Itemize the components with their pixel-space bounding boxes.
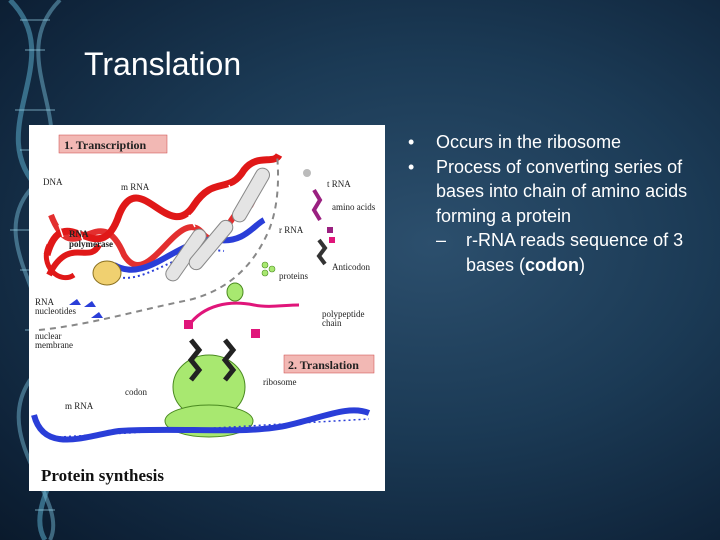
label-amino-acids: amino acids [332,202,376,212]
sub-bullet-text-end: ) [579,254,586,275]
mrna-transcripts [165,167,270,282]
label-nuclear-membrane-1: nuclear [35,331,61,341]
sub-bullet-bold-term: codon [525,254,580,275]
label-proteins: proteins [279,271,308,281]
label-polypeptide-2: chain [322,318,342,328]
protein-synthesis-figure: 1. Transcription [29,125,385,491]
label-dna: DNA [43,177,63,187]
label-ribosome: ribosome [263,377,297,387]
proteins-dots [261,261,276,277]
bullet-text: Process of converting series of bases in… [436,156,688,226]
trna-molecules [311,188,335,266]
trna-top-dot [303,169,311,177]
label-nuclear-membrane-2: membrane [35,340,73,350]
label-rna-nucleotides-2: nucleotides [35,306,76,316]
label-mrna-bottom: m RNA [65,401,94,411]
rna-nucleotides [69,299,103,318]
slide-title: Translation [84,46,242,82]
protein-synthesis-diagram: 1. Transcription [31,134,376,485]
bullet-text: Occurs in the ribosome [436,132,622,152]
bullet-mark: • [408,156,415,177]
bullet-list: • Occurs in the ribosome • Process of co… [408,130,708,277]
bullet-item: • Process of converting series of bases … [408,155,708,229]
bullet-mark: • [408,132,415,152]
nuclear-membrane [38,154,280,331]
mrna-strand-bottom [31,407,371,443]
label-codon: codon [125,387,147,397]
bullet-item: • Occurs in the ribosome [408,130,708,155]
polypeptide-chain [184,301,300,338]
ribosome-complex [164,338,254,438]
sub-bullet-mark: – [436,230,447,250]
label-rna-polymerase-2: polymerase [69,239,113,249]
label-rna-nucleotides-1: RNA [35,297,55,307]
transcription-heading: 1. Transcription [64,138,147,152]
figure-caption: Protein synthesis [41,466,164,485]
rna-polymerase-blob [92,260,122,286]
small-subunit [226,282,244,302]
label-anticodon: Anticodon [332,262,370,272]
translation-heading: 2. Translation [288,358,359,372]
translation-heading-box [283,354,375,374]
label-polypeptide-1: polypeptide [322,309,365,319]
label-rrna: r RNA [279,225,304,235]
sub-bullet-item: – r-RNA reads sequence of 3 bases (codon… [436,228,708,277]
sub-bullet-text: r-RNA reads sequence of 3 bases (codon) [466,228,708,277]
sub-bullet-text-start: r-RNA reads sequence of 3 bases ( [466,230,684,275]
label-trna: t RNA [327,179,351,189]
label-mrna-top: m RNA [121,182,150,192]
transcription-heading-box [58,134,168,154]
label-rna-polymerase-1: RNA [69,229,89,239]
